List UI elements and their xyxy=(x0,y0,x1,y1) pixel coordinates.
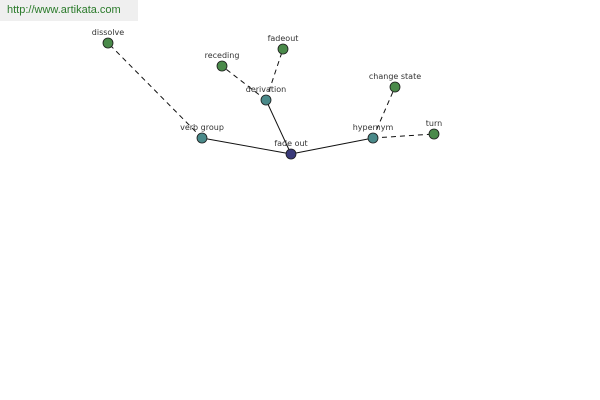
node-label-verb-group: verb group xyxy=(180,123,224,132)
edge-fade-out-to-hypernym xyxy=(290,137,374,155)
node-dot-dissolve[interactable] xyxy=(102,37,114,49)
node-derivation[interactable]: derivation xyxy=(246,85,286,106)
node-receding[interactable]: receding xyxy=(205,51,240,72)
node-label-fadeout: fadeout xyxy=(268,34,299,43)
node-dot-turn[interactable] xyxy=(428,128,440,140)
edge-hypernym-to-turn xyxy=(372,133,435,139)
node-verb-group[interactable]: verb group xyxy=(180,123,224,144)
node-dot-fadeout[interactable] xyxy=(277,43,289,55)
site-url[interactable]: http://www.artikata.com xyxy=(7,4,121,16)
node-fadeout[interactable]: fadeout xyxy=(268,34,299,55)
edge-fade-out-to-verb-group xyxy=(201,137,292,155)
node-change-state[interactable]: change state xyxy=(369,72,421,93)
node-dissolve[interactable]: dissolve xyxy=(92,28,124,49)
node-dot-change-state[interactable] xyxy=(389,81,401,93)
edge-derivation-to-receding xyxy=(221,65,267,101)
node-hypernym[interactable]: hypernym xyxy=(353,123,394,144)
node-dot-verb-group[interactable] xyxy=(196,132,208,144)
edges-layer xyxy=(107,42,435,155)
edge-verb-group-to-dissolve xyxy=(107,42,203,139)
node-label-fade-out: fade out xyxy=(274,139,307,148)
node-dot-derivation[interactable] xyxy=(260,94,272,106)
node-label-change-state: change state xyxy=(369,72,421,81)
edge-fade-out-to-derivation xyxy=(265,99,292,155)
node-label-turn: turn xyxy=(426,119,442,128)
edge-hypernym-to-change-state xyxy=(372,86,396,139)
node-label-hypernym: hypernym xyxy=(353,123,394,132)
node-dot-receding[interactable] xyxy=(216,60,228,72)
node-label-dissolve: dissolve xyxy=(92,28,124,37)
node-label-receding: receding xyxy=(205,51,240,60)
node-label-derivation: derivation xyxy=(246,85,286,94)
node-turn[interactable]: turn xyxy=(426,119,442,140)
nodes-layer: fade out verb group derivation hypernym diss… xyxy=(92,28,442,160)
node-dot-fade-out[interactable] xyxy=(285,148,297,160)
node-fade-out[interactable]: fade out xyxy=(274,139,308,160)
node-dot-hypernym[interactable] xyxy=(367,132,379,144)
url-banner: http://www.artikata.com xyxy=(0,0,138,21)
